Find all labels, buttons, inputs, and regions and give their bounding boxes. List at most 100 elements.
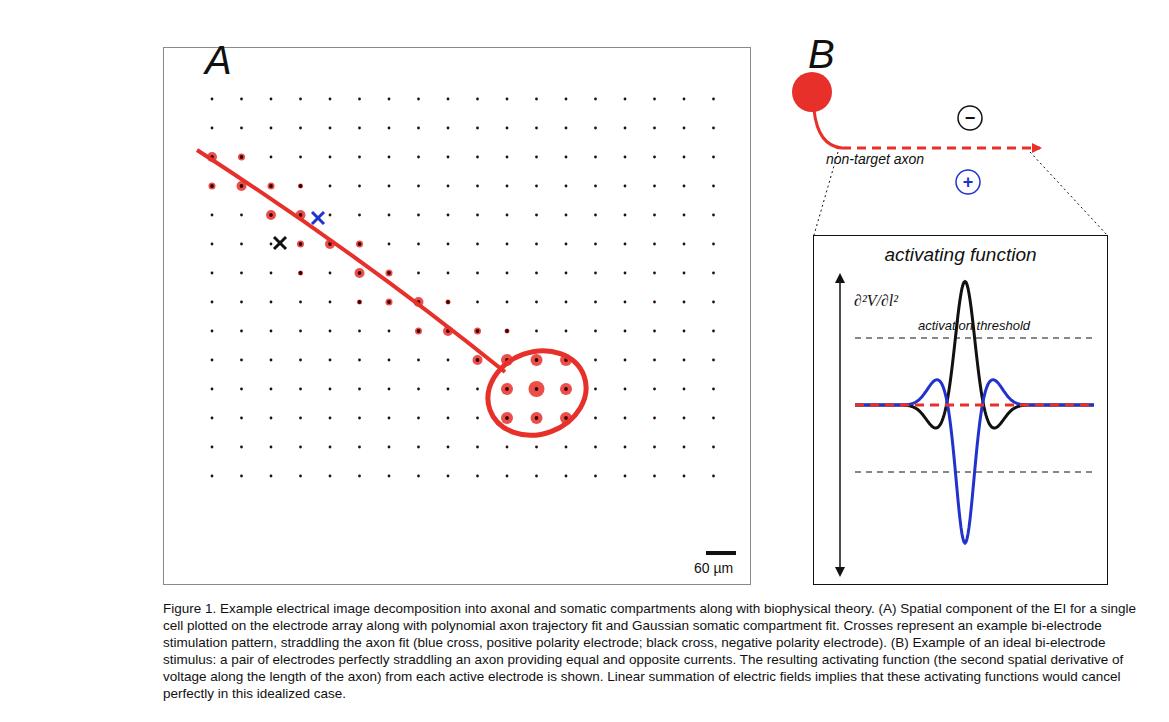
- electrode: [506, 446, 509, 449]
- panel-frame: 60 µm: [163, 47, 751, 585]
- electrode: [564, 416, 568, 420]
- electrode: [388, 330, 391, 333]
- electrode: [358, 359, 361, 362]
- electrode: [299, 446, 302, 449]
- electrode: [240, 446, 243, 449]
- electrode: [476, 127, 479, 130]
- electrode: [240, 243, 243, 246]
- electrode: [388, 214, 391, 217]
- electrode: [624, 446, 627, 449]
- electrode: [240, 184, 244, 188]
- electrode: [447, 243, 450, 246]
- electrode: [329, 388, 332, 391]
- electrode: [417, 329, 421, 333]
- electrode-signal: [474, 328, 481, 335]
- electrode-signal: [386, 270, 393, 277]
- electrode-signal: [355, 268, 365, 278]
- electrode: [653, 359, 656, 362]
- electrode: [240, 98, 243, 101]
- electrode: [565, 301, 568, 304]
- electrode: [624, 417, 627, 420]
- electrode: [476, 98, 479, 101]
- electrode: [270, 446, 273, 449]
- y-axis: [839, 278, 841, 572]
- electrode: [565, 98, 568, 101]
- electrode: [505, 416, 509, 420]
- electrode: [329, 156, 332, 159]
- electrode: [329, 359, 332, 362]
- electrode: [476, 388, 479, 391]
- electrode: [594, 417, 597, 420]
- electrode: [240, 475, 243, 478]
- electrode: [594, 98, 597, 101]
- threshold-label: activation threshold: [918, 318, 1030, 333]
- electrode: [358, 127, 361, 130]
- electrode-signal: [298, 271, 303, 276]
- electrode: [535, 243, 538, 246]
- electrode: [712, 446, 715, 449]
- electrode: [417, 417, 420, 420]
- electrode: [476, 185, 479, 188]
- electrode: [240, 388, 243, 391]
- electrode: [594, 185, 597, 188]
- electrode-signal: [531, 412, 543, 424]
- electrode: [299, 242, 303, 246]
- electrode-signal: [501, 383, 513, 395]
- electrode: [535, 330, 538, 333]
- electrode: [417, 272, 420, 275]
- electrode: [211, 98, 214, 101]
- electrode: [506, 243, 509, 246]
- electrode: [683, 388, 686, 391]
- electrode: [358, 271, 362, 275]
- electrode: [447, 272, 450, 275]
- electrode-signal: [386, 299, 393, 306]
- electrode: [329, 301, 332, 304]
- electrode: [683, 330, 686, 333]
- electrode: [417, 359, 420, 362]
- positive-electrode: [956, 170, 980, 194]
- electrode: [447, 446, 450, 449]
- electrode: [299, 330, 302, 333]
- soma-fit: [476, 337, 598, 448]
- electrode: [447, 127, 450, 130]
- electrode-signal: [531, 354, 543, 366]
- electrode: [388, 475, 391, 478]
- electrode: [653, 417, 656, 420]
- electrode-signal: [501, 412, 513, 424]
- electrode: [506, 301, 509, 304]
- electrode: [299, 127, 302, 130]
- panel-letter: A: [205, 40, 232, 80]
- electrode: [535, 416, 539, 420]
- electrode: [712, 388, 715, 391]
- zoom-line: [1030, 152, 1107, 235]
- electrode: [388, 417, 391, 420]
- electrode: [447, 156, 450, 159]
- electrode: [712, 475, 715, 478]
- electrode: [388, 388, 391, 391]
- electrode: [358, 388, 361, 391]
- electrode: [329, 127, 332, 130]
- electrode: [211, 243, 214, 246]
- electrode: [358, 300, 362, 304]
- electrode: [712, 127, 715, 130]
- electrode: [329, 417, 332, 420]
- electrode: [683, 359, 686, 362]
- electrode: [299, 156, 302, 159]
- electrode: [299, 417, 302, 420]
- electrode: [388, 359, 391, 362]
- electrode: [270, 98, 273, 101]
- electrode: [565, 446, 568, 449]
- electrode-signal: [446, 300, 451, 305]
- electrode: [506, 475, 509, 478]
- electrode: [447, 214, 450, 217]
- electrode: [535, 358, 539, 362]
- electrode: [447, 359, 450, 362]
- electrode: [446, 300, 450, 304]
- electrode: [358, 242, 362, 246]
- electrode: [358, 214, 361, 217]
- electrode: [210, 184, 214, 188]
- electrode: [240, 330, 243, 333]
- electrode: [683, 214, 686, 217]
- electrode: [564, 387, 568, 391]
- electrode: [624, 359, 627, 362]
